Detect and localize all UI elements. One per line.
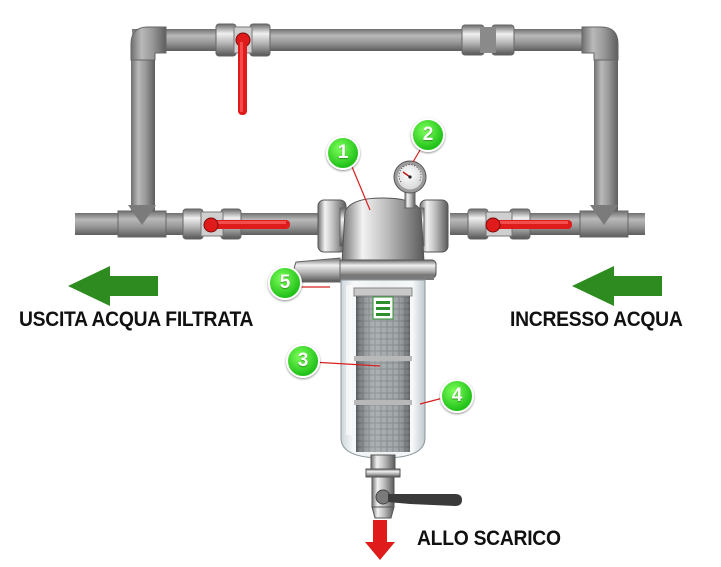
callout-4: 4 — [440, 379, 474, 413]
bypass-valve — [215, 23, 271, 115]
drain-arrow-icon — [365, 520, 395, 560]
callout-1: 1 — [326, 136, 360, 170]
outlet-flow-arrow-icon — [68, 266, 158, 306]
callout-3: 3 — [286, 344, 320, 378]
outlet-valve — [182, 208, 290, 240]
drain-label: ALLO SCARICO — [417, 527, 561, 550]
bypass-pipe-loop — [130, 24, 619, 215]
inlet-flow-arrow-icon — [572, 266, 662, 306]
outlet-label: USCITA ACQUA FILTRATA — [19, 308, 254, 331]
inlet-valve — [467, 208, 572, 240]
callout-5: 5 — [268, 266, 302, 300]
inlet-label: INCRESSO ACQUA — [510, 308, 683, 331]
filter-unit — [293, 160, 462, 519]
callout-2: 2 — [411, 118, 445, 152]
